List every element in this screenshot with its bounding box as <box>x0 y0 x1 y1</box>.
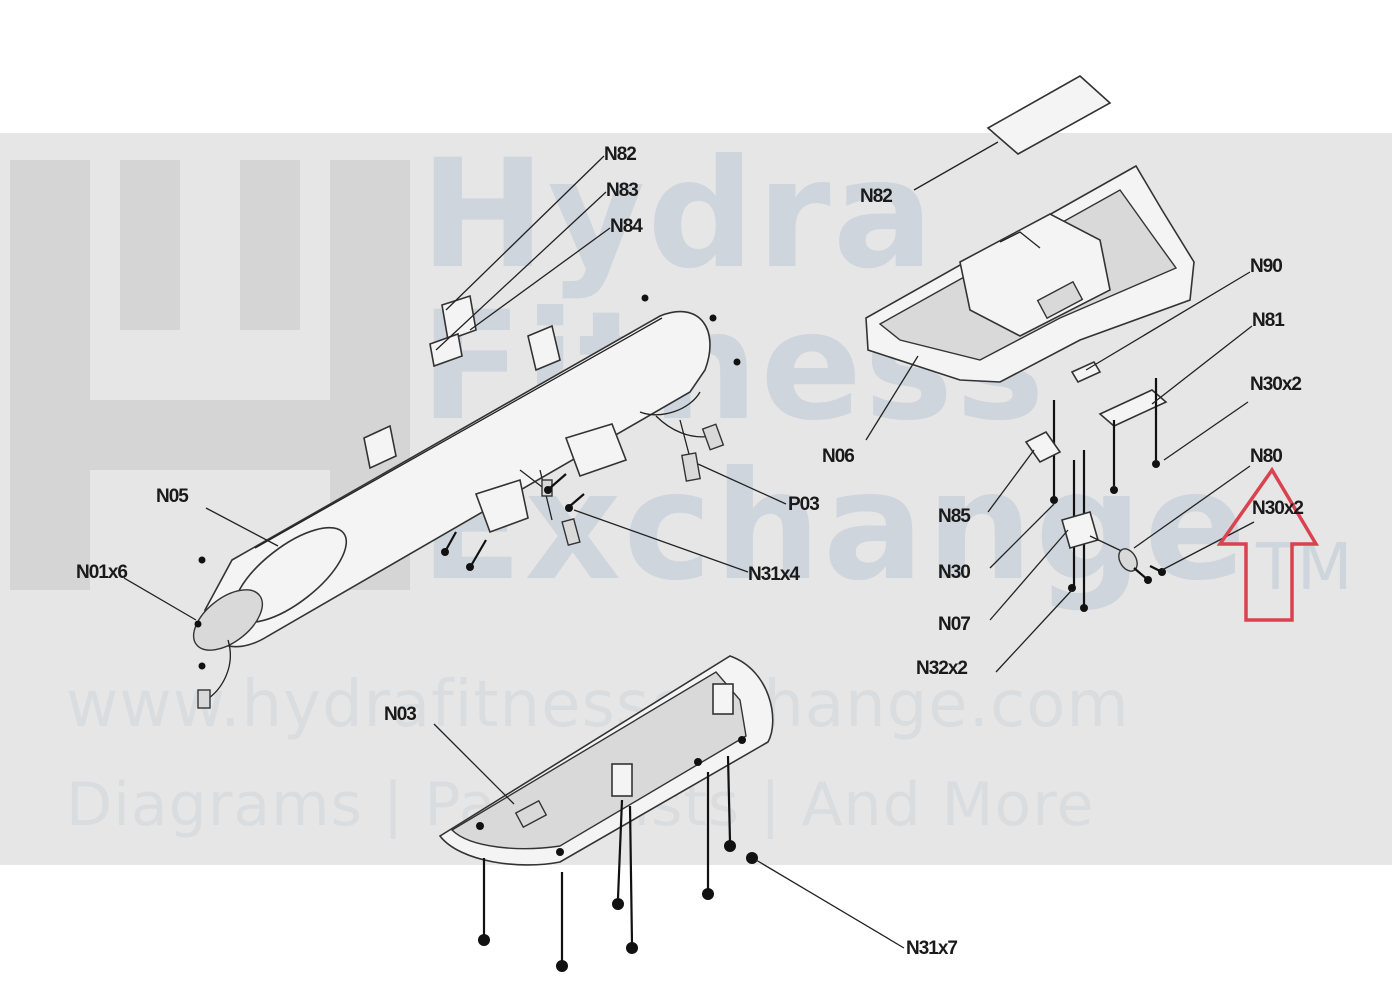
label-n84: N84 <box>610 216 643 237</box>
label-n03: N03 <box>384 704 416 725</box>
label-n07: N07 <box>938 614 970 635</box>
part-labels: N82 N83 N84 N82 N90 N81 N30x2 N06 N80 N3… <box>76 144 1304 959</box>
label-n83: N83 <box>606 180 638 201</box>
watermark-trademark: TM <box>1256 531 1355 605</box>
label-n81: N81 <box>1252 310 1285 331</box>
label-p03: P03 <box>788 494 819 515</box>
label-n31x7: N31x7 <box>906 938 957 959</box>
label-n90: N90 <box>1250 256 1282 277</box>
watermark-brand-exchange: Exchange <box>420 440 1249 614</box>
label-n05: N05 <box>156 486 189 507</box>
part-n03-shroud <box>438 655 774 972</box>
label-n32x2: N32x2 <box>916 658 967 679</box>
label-n82-top: N82 <box>604 144 636 165</box>
label-n82-right: N82 <box>860 186 892 207</box>
highlight-up-arrow-icon <box>1216 466 1320 622</box>
part-n05-handlebar <box>192 294 741 709</box>
part-n82-plate <box>986 75 1112 155</box>
part-small-hardware <box>1024 360 1168 612</box>
label-n80: N80 <box>1250 446 1282 467</box>
label-n30x2-b: N30x2 <box>1252 498 1303 519</box>
watermark-url: www.hydrafitnessexchange.com <box>66 668 1130 742</box>
label-n30x2-a: N30x2 <box>1250 374 1301 395</box>
watermark-brand-hydra: Hydra <box>420 128 936 302</box>
label-n01x6: N01x6 <box>76 562 127 583</box>
label-n31x4: N31x4 <box>748 564 800 585</box>
part-n06-console <box>865 164 1195 383</box>
label-n06: N06 <box>822 446 854 467</box>
label-n85: N85 <box>938 506 971 527</box>
leader-lines <box>123 141 1255 949</box>
label-n30: N30 <box>938 562 970 583</box>
